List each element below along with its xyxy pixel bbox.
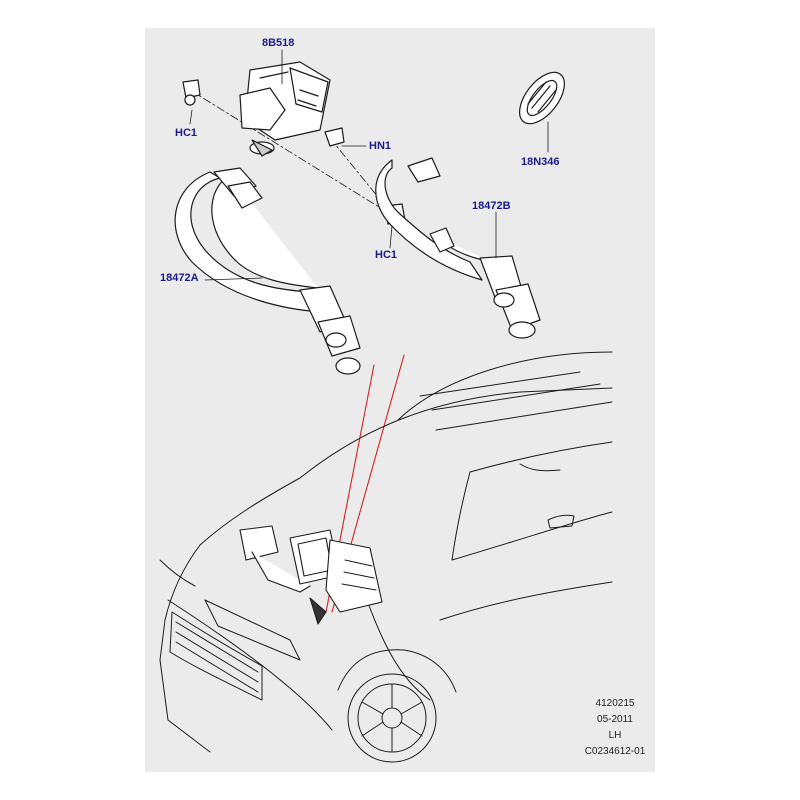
alignment-axis bbox=[189, 89, 401, 221]
hvac-unit bbox=[239, 525, 383, 625]
callout-nut: HN1 bbox=[369, 140, 392, 152]
callout-clip-center: HC1 bbox=[375, 249, 398, 261]
drawing-number: 4120215 bbox=[595, 698, 635, 709]
hose-b-part bbox=[375, 157, 541, 339]
nut-part bbox=[324, 127, 345, 147]
hose-clip-left bbox=[182, 79, 201, 106]
drawing-code: C0234612-01 bbox=[584, 746, 646, 757]
callout-pump: 8B518 bbox=[262, 37, 295, 49]
drawing-side: LH bbox=[608, 730, 622, 741]
pump-part bbox=[239, 61, 331, 157]
callout-hose-a: 18472A bbox=[160, 272, 199, 284]
hose-a-part bbox=[174, 167, 361, 375]
callout-grommet: 18N346 bbox=[521, 156, 560, 168]
vehicle-outline bbox=[159, 351, 613, 763]
drawing-date: 05-2011 bbox=[597, 714, 633, 725]
callout-clip-left: HC1 bbox=[175, 127, 198, 139]
callout-hose-b: 18472B bbox=[472, 200, 511, 212]
grommet-part bbox=[519, 71, 565, 125]
leader-lines bbox=[189, 49, 549, 281]
